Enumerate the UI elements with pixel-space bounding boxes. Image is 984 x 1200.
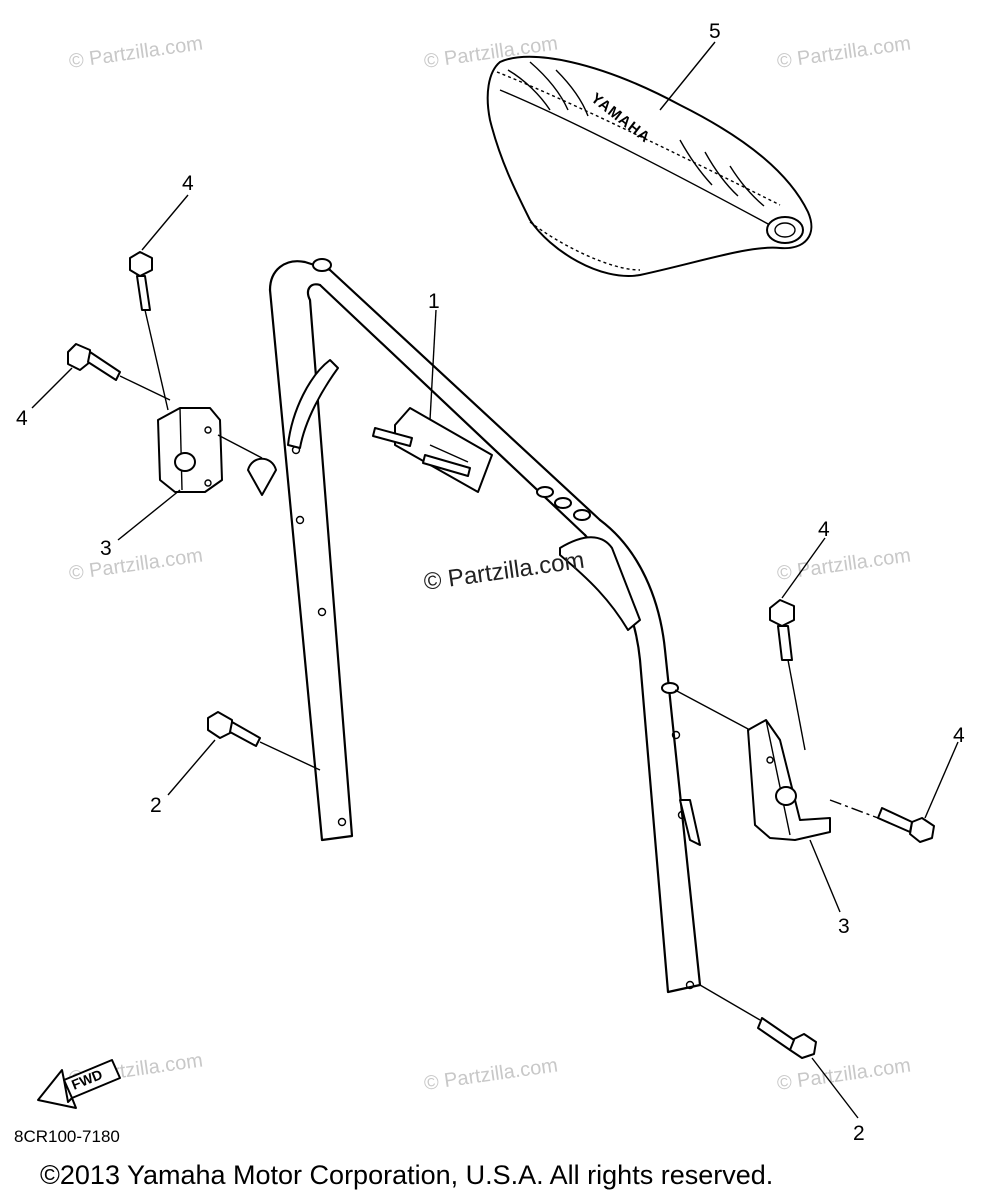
callouts: 5 1 4 4 3 2 4 4 3 2 (16, 20, 965, 1145)
left-bracket (157, 407, 277, 496)
callout-bracket-left: 3 (100, 537, 112, 560)
watermark: © Partzilla.com (68, 544, 205, 585)
watermark: © Partzilla.com (423, 1054, 560, 1095)
callout-bolt-left-side: 4 (16, 407, 28, 430)
right-bracket (747, 719, 831, 841)
callout-bolt-right-top: 4 (818, 518, 830, 541)
callout-bolt-right-side: 4 (953, 724, 965, 747)
callout-pad: 5 (709, 20, 721, 43)
callout-bolt-left-bottom: 2 (150, 794, 162, 817)
callout-bracket-right: 3 (838, 915, 850, 938)
handlebar-frame (268, 258, 702, 994)
diagram-code: 8CR100-7180 (14, 1127, 120, 1146)
leader-lines (31, 41, 959, 1119)
assembly-lines (119, 309, 879, 1021)
watermark: © Partzilla.com (776, 1054, 913, 1095)
handlebar-pad: YAMAHA (486, 55, 813, 277)
bolts (67, 251, 935, 1059)
copyright-notice: ©2013 Yamaha Motor Corporation, U.S.A. A… (40, 1160, 774, 1190)
callout-bolt-left-top: 4 (182, 172, 194, 195)
callout-handlebar: 1 (428, 290, 440, 313)
watermark: © Partzilla.com (776, 32, 913, 73)
watermark: © Partzilla.com (68, 32, 205, 73)
callout-bolt-right-bottom: 2 (853, 1122, 865, 1145)
center-watermark: © Partzilla.com (422, 547, 586, 596)
